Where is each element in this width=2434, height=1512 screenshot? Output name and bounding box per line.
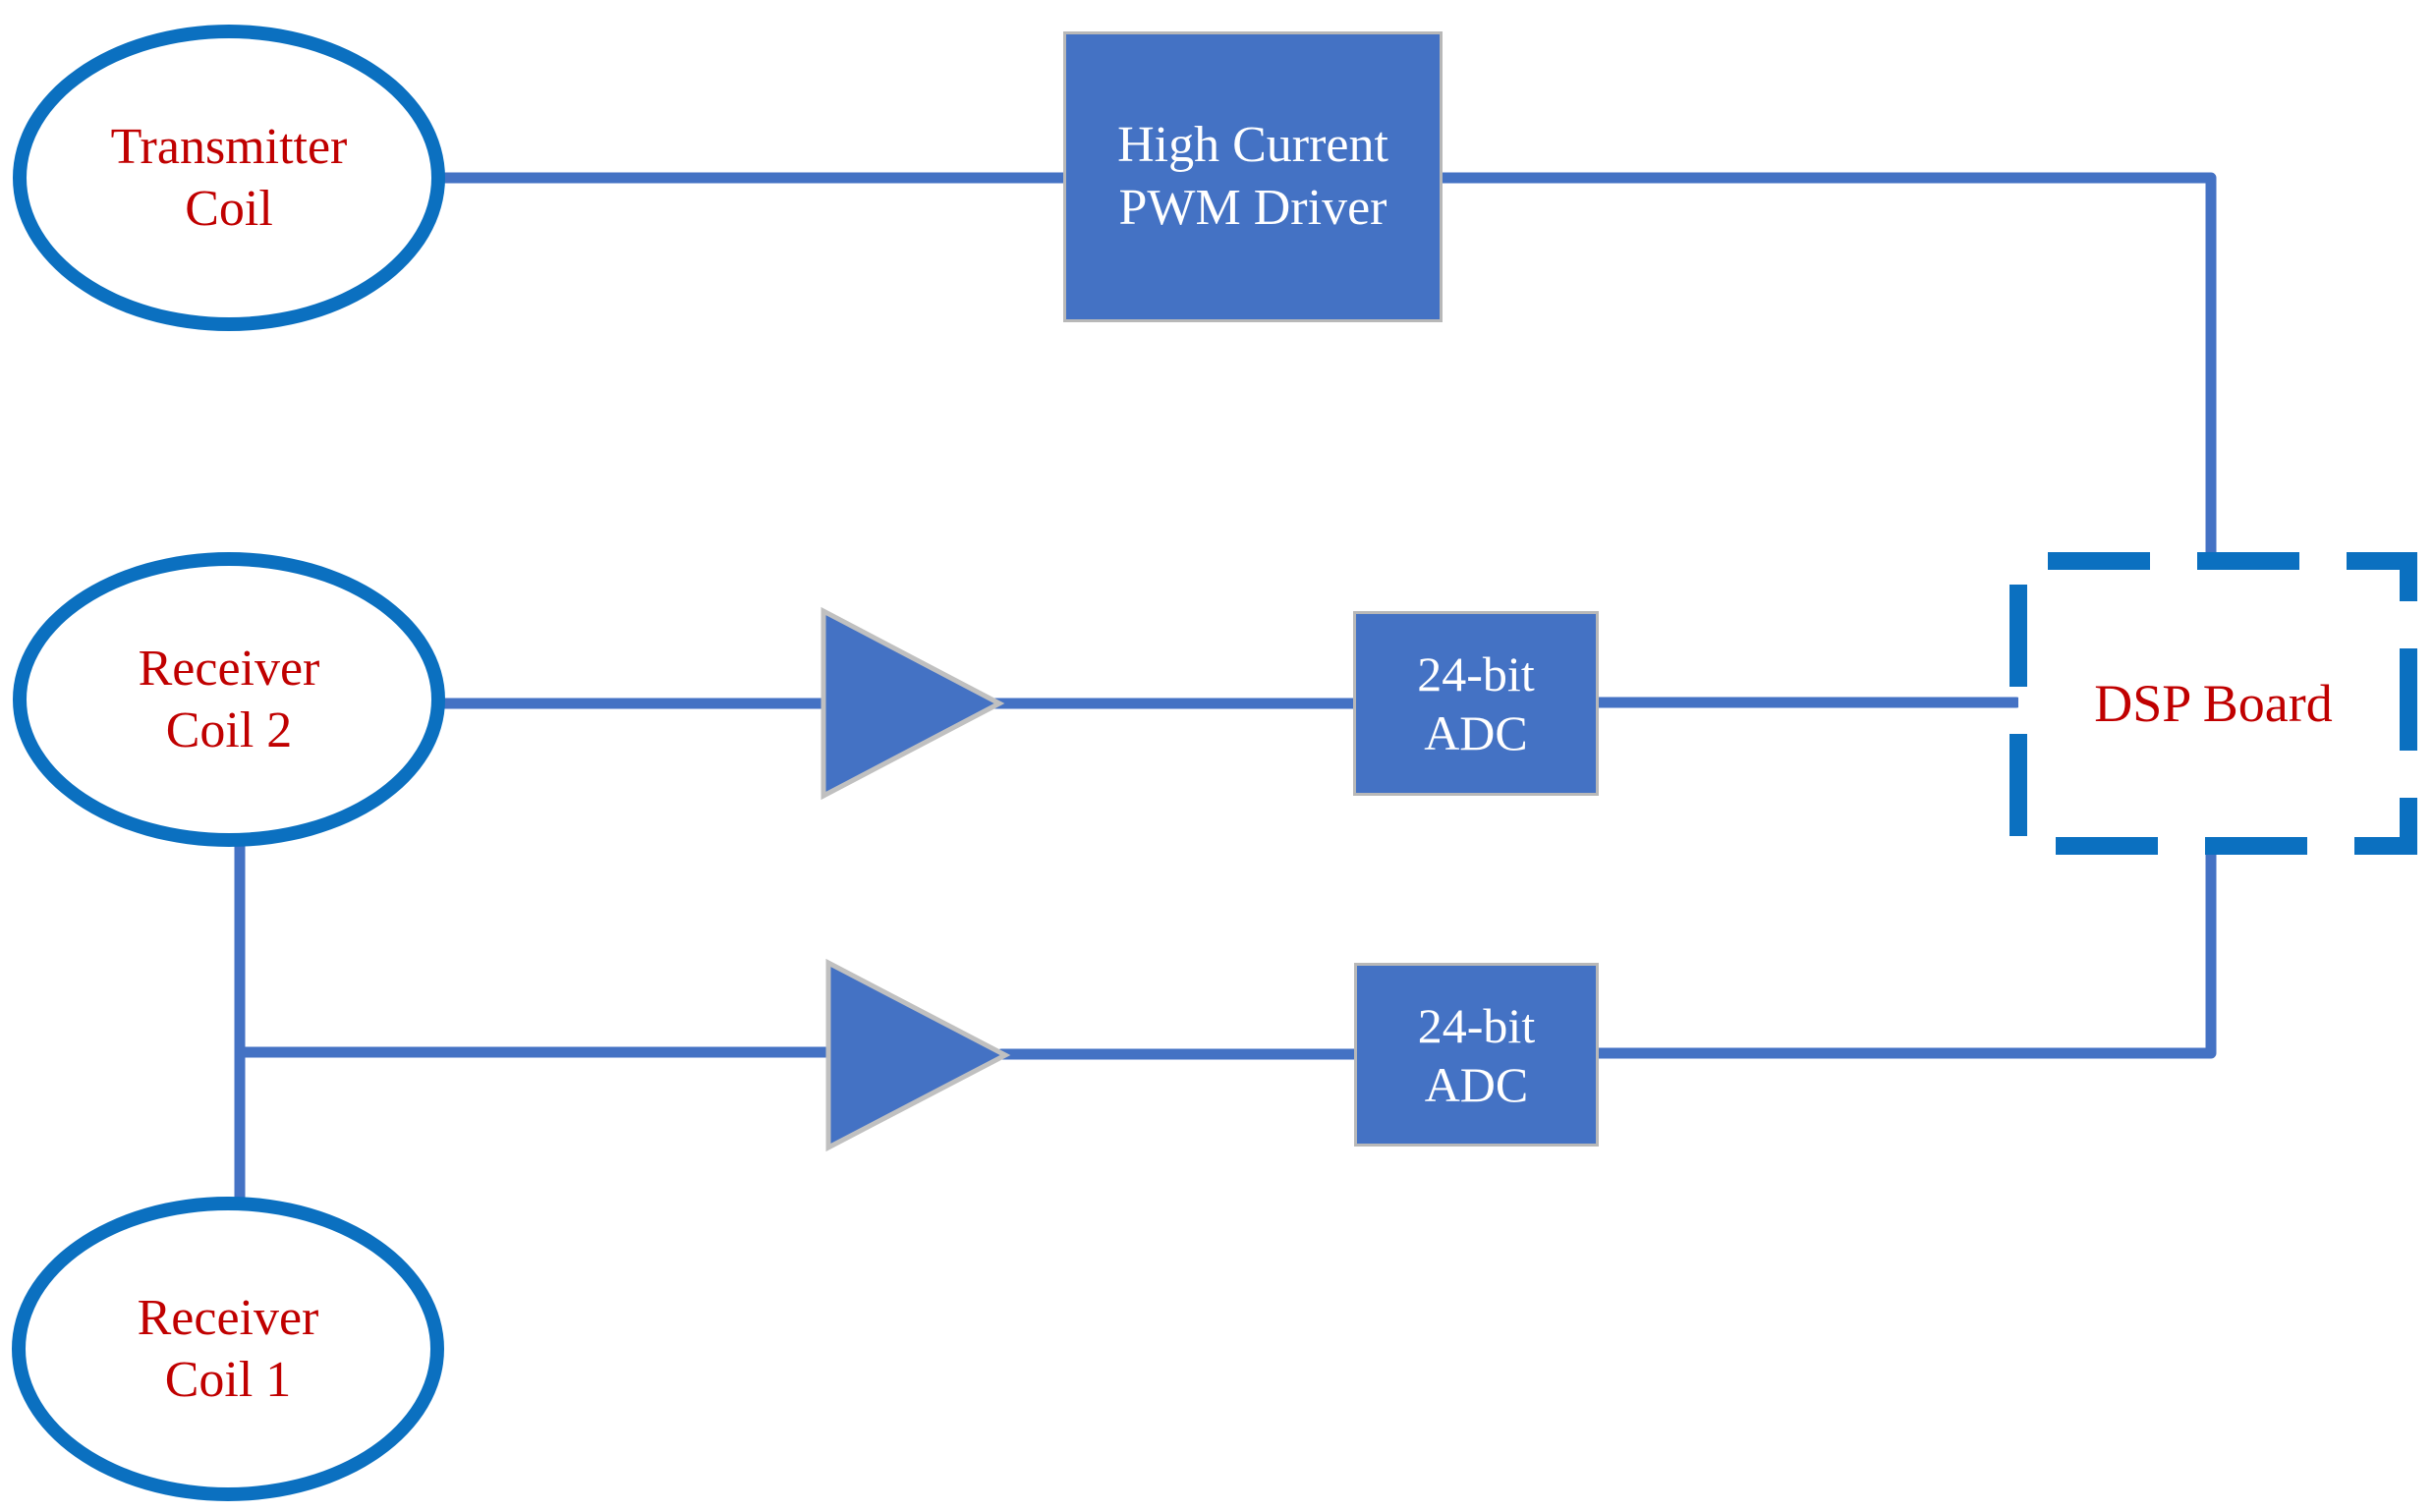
node-transmitter-coil: Transmitter Coil: [13, 25, 445, 331]
receiver-coil-1-label-line2: Coil 1: [164, 1352, 292, 1408]
adc-top-label-line1: 24-bit: [1417, 646, 1535, 701]
pwm-driver-label-line1: High Current: [1117, 117, 1388, 173]
transmitter-coil-label-line1: Transmitter: [110, 119, 348, 175]
receiver-coil-2-label-line2: Coil 2: [165, 702, 293, 758]
connector-pwm-to-dsp: [1433, 172, 2217, 568]
dsp-board-outline: [2009, 552, 2417, 855]
connector-adc-bottom-to-dsp: [1589, 843, 2217, 1059]
node-pwm-driver: High Current PWM Driver: [1063, 31, 1443, 322]
amplifier-icon-bottom: [825, 958, 1011, 1152]
adc-top-label-line2: ADC: [1424, 705, 1528, 760]
transmitter-coil-label-line2: Coil: [185, 181, 273, 237]
adc-bottom-label: 24-bit ADC: [1418, 996, 1535, 1114]
dsp-board-label: DSP Board: [2094, 674, 2333, 733]
adc-bottom-label-line1: 24-bit: [1417, 997, 1536, 1053]
transmitter-coil-label: Transmitter Coil: [111, 116, 348, 240]
receiver-coil-2-label: Receiver Coil 2: [139, 638, 320, 761]
pwm-driver-label: High Current PWM Driver: [1117, 114, 1388, 240]
receiver-coil-1-label-line1: Receiver: [137, 1290, 319, 1346]
node-dsp-board: DSP Board: [2009, 552, 2417, 855]
node-adc-top: 24-bit ADC: [1353, 611, 1599, 796]
receiver-coil-2-label-line1: Receiver: [138, 641, 320, 697]
amplifier-icon-top: [821, 606, 1005, 801]
adc-top-label: 24-bit ADC: [1417, 644, 1534, 762]
node-adc-bottom: 24-bit ADC: [1354, 963, 1599, 1147]
node-receiver-coil-1: Receiver Coil 1: [12, 1197, 444, 1501]
receiver-coil-1-label: Receiver Coil 1: [138, 1287, 319, 1411]
node-receiver-coil-2: Receiver Coil 2: [13, 552, 445, 847]
pwm-driver-label-line2: PWM Driver: [1118, 180, 1387, 236]
adc-bottom-label-line2: ADC: [1424, 1056, 1529, 1112]
